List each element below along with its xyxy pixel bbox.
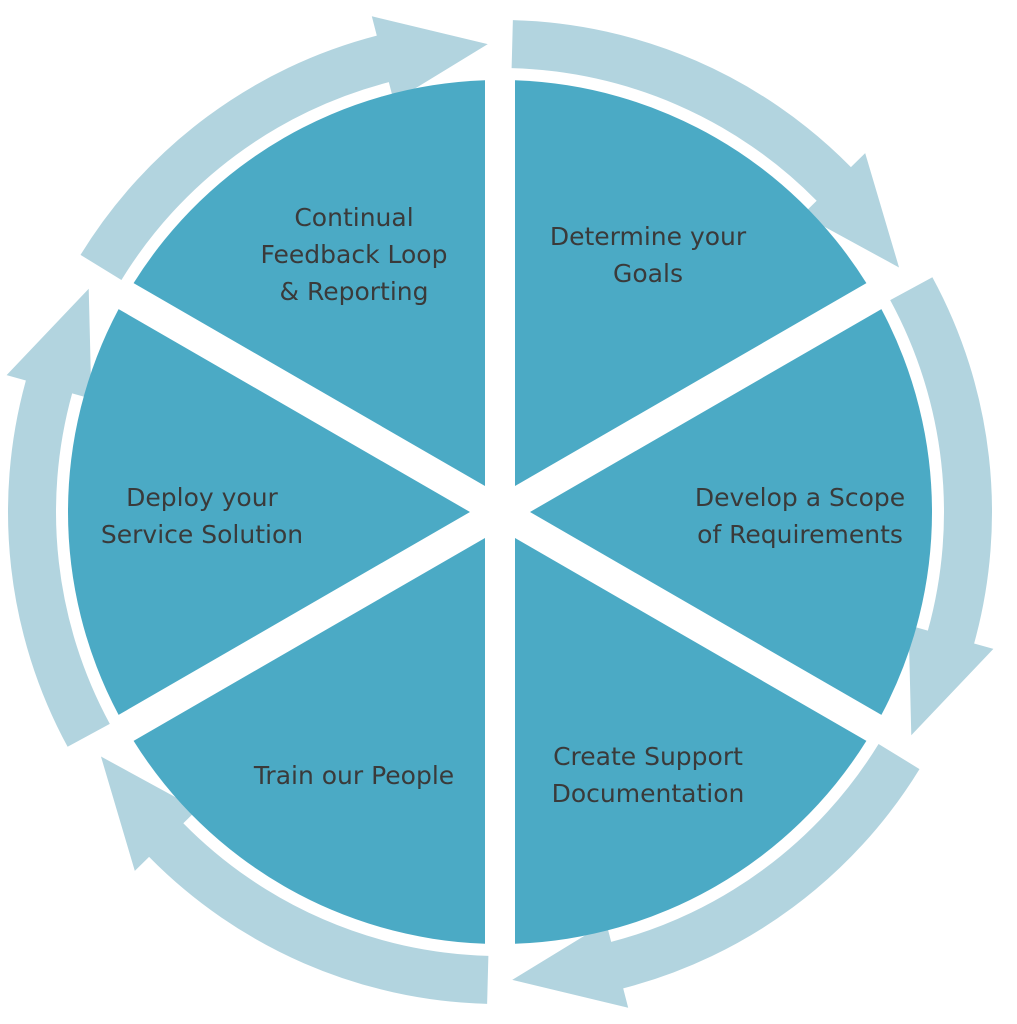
step-label-scope: Develop a Scope of Requirements bbox=[695, 483, 905, 549]
cycle-segment-documentation bbox=[515, 537, 867, 944]
cycle-segments bbox=[67, 80, 933, 944]
step-label-line: Develop a Scope bbox=[695, 483, 905, 512]
step-label-line: Train our People bbox=[253, 761, 454, 790]
step-label-training: Train our People bbox=[253, 761, 454, 790]
step-label-line: Service Solution bbox=[101, 520, 303, 549]
cycle-arrow-6 bbox=[80, 16, 488, 281]
step-label-line: Determine your bbox=[550, 222, 747, 251]
cycle-arrow-1 bbox=[511, 20, 900, 268]
step-label-line: of Requirements bbox=[697, 520, 903, 549]
cycle-segment-goals bbox=[515, 80, 867, 487]
cycle-segment-training bbox=[133, 537, 485, 944]
cycle-arrow-5 bbox=[6, 288, 110, 747]
cycle-segment-deploy bbox=[67, 309, 470, 715]
cycle-segment-feedback bbox=[133, 80, 485, 487]
cycle-arrow-4 bbox=[100, 756, 489, 1004]
cycle-arrow-3 bbox=[512, 743, 920, 1008]
cycle-arrows bbox=[6, 16, 994, 1008]
cycle-segment-scope bbox=[530, 309, 933, 715]
step-label-line: Feedback Loop bbox=[261, 240, 448, 269]
cycle-arrow-2 bbox=[890, 277, 994, 736]
step-label-line: Documentation bbox=[552, 779, 745, 808]
step-label-line: Continual bbox=[294, 203, 413, 232]
step-label-line: Deploy your bbox=[126, 483, 278, 512]
step-label-line: & Reporting bbox=[280, 277, 429, 306]
step-label-line: Goals bbox=[613, 259, 683, 288]
step-label-line: Create Support bbox=[553, 742, 743, 771]
